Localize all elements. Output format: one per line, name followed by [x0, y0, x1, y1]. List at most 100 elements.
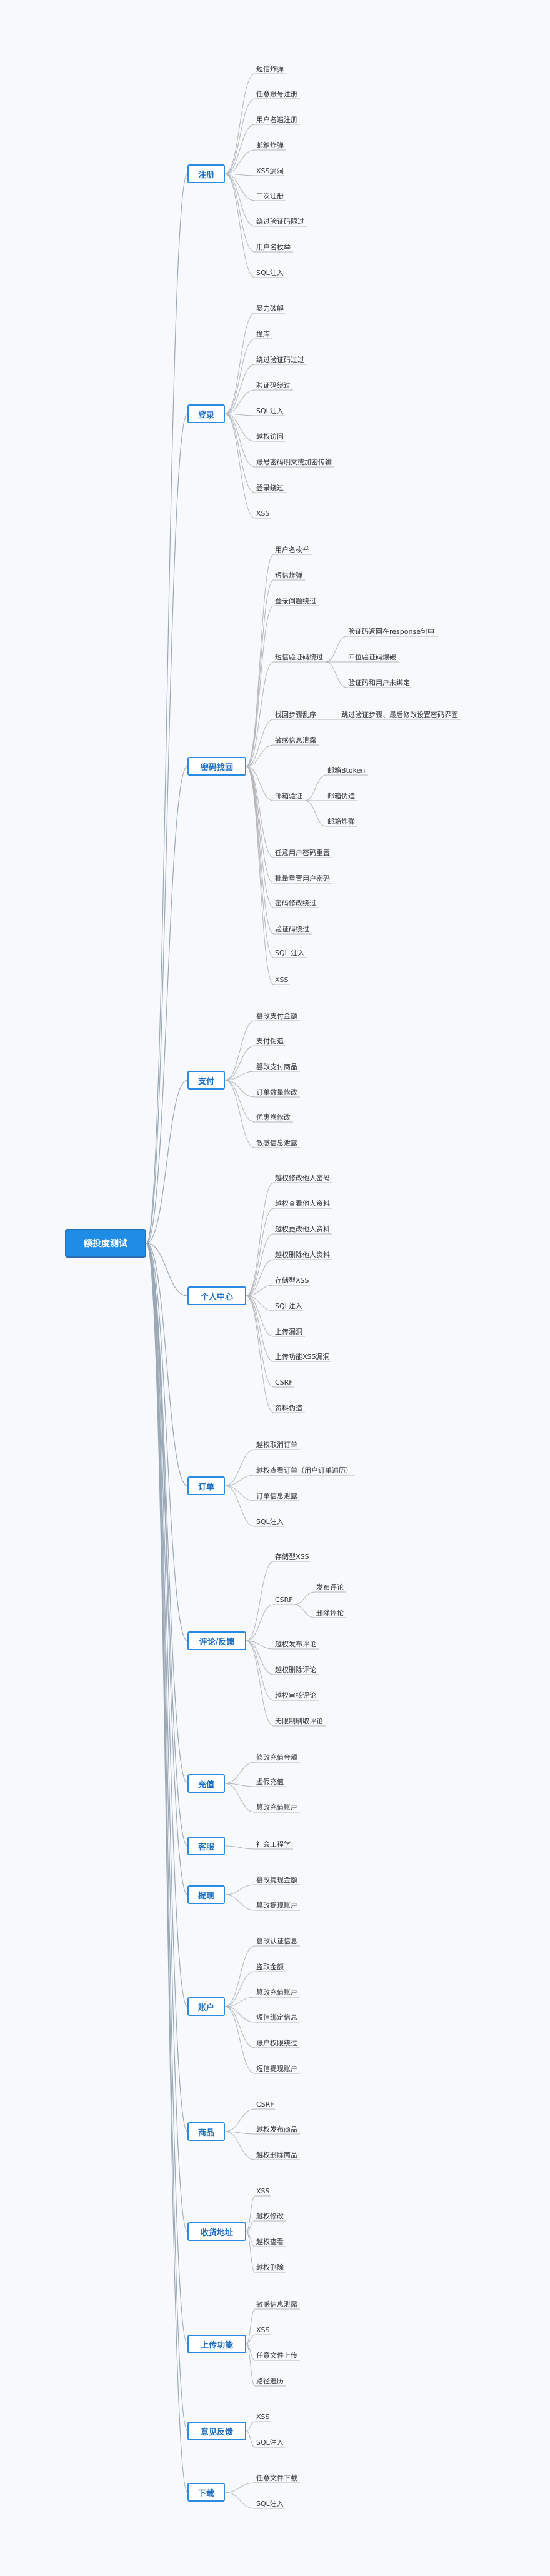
leaf-node[interactable]: 订单数量修改	[256, 1088, 298, 1096]
leaf-node[interactable]: 用户名遍注册	[256, 116, 298, 124]
leaf-node[interactable]: 邮箱验证	[275, 792, 302, 800]
leaf-node[interactable]: 越权发布商品	[256, 2125, 298, 2133]
branch-node[interactable]: 意见反馈	[188, 2422, 246, 2440]
leaf-node[interactable]: 优惠卷修改	[256, 1113, 291, 1121]
leaf-node[interactable]: 越权查看他人资料	[275, 1200, 330, 1208]
leaf-node[interactable]: 篡改认证信息	[256, 1937, 298, 1945]
sub-leaf-node[interactable]: 四位验证码爆破	[348, 653, 396, 661]
leaf-node[interactable]: XSS	[256, 509, 270, 518]
leaf-node[interactable]: 越权修改	[256, 2212, 284, 2220]
leaf-node[interactable]: 任意账号注册	[256, 90, 298, 98]
leaf-node[interactable]: 敏感信息泄露	[256, 1139, 298, 1147]
branch-node[interactable]: 个人中心	[188, 1286, 246, 1305]
leaf-node[interactable]: 账号密码明文或加密传输	[256, 458, 332, 466]
branch-node[interactable]: 登录	[188, 404, 225, 423]
leaf-node[interactable]: 批量重置用户密码	[275, 875, 330, 883]
leaf-node[interactable]: 资料伪造	[275, 1404, 302, 1412]
leaf-node[interactable]: CSRF	[275, 1378, 293, 1386]
leaf-node[interactable]: 二次注册	[256, 192, 284, 200]
sub-leaf-node[interactable]: 邮箱Btoken	[328, 766, 366, 774]
leaf-node[interactable]: 越权查看	[256, 2238, 284, 2246]
sub-leaf-node[interactable]: 验证码和用户未绑定	[348, 679, 410, 687]
leaf-node[interactable]: 越权删除商品	[256, 2151, 298, 2159]
leaf-node[interactable]: 存储型XSS	[275, 1276, 309, 1285]
leaf-node[interactable]: 篡改提现账户	[256, 1902, 298, 1910]
leaf-node[interactable]: 订单信息泄露	[256, 1492, 298, 1500]
leaf-node[interactable]: 验证码绕过	[275, 925, 309, 933]
leaf-node[interactable]: 存储型XSS	[275, 1553, 309, 1561]
branch-node[interactable]: 订单	[188, 1476, 225, 1495]
leaf-node[interactable]: 虚假充值	[256, 1778, 284, 1786]
leaf-node[interactable]: 撞库	[256, 330, 270, 338]
branch-node[interactable]: 账户	[188, 1997, 225, 2016]
leaf-node[interactable]: 越权删除	[256, 2263, 284, 2272]
leaf-node[interactable]: XSS	[275, 976, 289, 984]
leaf-node[interactable]: SQL注入	[256, 1518, 284, 1526]
leaf-node[interactable]: 密码修改绕过	[275, 899, 316, 907]
sub-leaf-node[interactable]: 删除评论	[316, 1609, 344, 1617]
leaf-node[interactable]: 登录间题绕过	[275, 597, 316, 605]
sub-leaf-node[interactable]: 邮箱伪造	[328, 792, 355, 800]
leaf-node[interactable]: SQL注入	[256, 407, 284, 415]
leaf-node[interactable]: 篡改支付金额	[256, 1012, 298, 1020]
leaf-node[interactable]: SQL注入	[275, 1302, 302, 1310]
branch-node[interactable]: 密码找回	[188, 757, 246, 776]
leaf-node[interactable]: CSRF	[275, 1596, 293, 1604]
leaf-node[interactable]: SQL注入	[256, 2500, 284, 2508]
sub-leaf-node[interactable]: 邮箱炸弹	[328, 818, 355, 826]
branch-node[interactable]: 商品	[188, 2122, 225, 2141]
leaf-node[interactable]: XSS漏洞	[256, 167, 284, 175]
leaf-node[interactable]: 篡改支付商品	[256, 1063, 298, 1071]
leaf-node[interactable]: 路径遍历	[256, 2377, 284, 2385]
leaf-node[interactable]: XSS	[256, 2326, 270, 2334]
leaf-node[interactable]: 敏感信息泄露	[275, 736, 316, 744]
leaf-node[interactable]: 上传漏洞	[275, 1328, 302, 1336]
leaf-node[interactable]: 登录绕过	[256, 484, 284, 492]
branch-node[interactable]: 上传功能	[188, 2335, 246, 2353]
branch-node[interactable]: 下载	[188, 2483, 225, 2502]
branch-node[interactable]: 提现	[188, 1885, 225, 1904]
leaf-node[interactable]: 篡改充值账户	[256, 1803, 298, 1812]
leaf-node[interactable]: 盗取金额	[256, 1963, 284, 1971]
leaf-node[interactable]: SQL注入	[256, 2438, 284, 2447]
leaf-node[interactable]: 任意文件下载	[256, 2474, 298, 2482]
sub-leaf-node[interactable]: 发布评论	[316, 1583, 344, 1591]
leaf-node[interactable]: 绕过验证码限过	[256, 218, 304, 226]
leaf-node[interactable]: CSRF	[256, 2100, 274, 2108]
leaf-node[interactable]: SQL 注入	[275, 949, 305, 957]
leaf-node[interactable]: 越权修改他人密码	[275, 1174, 330, 1182]
branch-node[interactable]: 注册	[188, 164, 225, 183]
leaf-node[interactable]: XSS	[256, 2187, 270, 2195]
leaf-node[interactable]: 用户名枚举	[275, 546, 309, 554]
leaf-node[interactable]: 社会工程学	[256, 1840, 291, 1848]
leaf-node[interactable]: 无限制刷取评论	[275, 1717, 323, 1725]
leaf-node[interactable]: 用户名枚举	[256, 243, 291, 251]
leaf-node[interactable]: 越权更改他人资料	[275, 1225, 330, 1233]
leaf-node[interactable]: 越权访问	[256, 433, 284, 441]
leaf-node[interactable]: 越权审核评论	[275, 1691, 316, 1700]
leaf-node[interactable]: 越权删除他人资料	[275, 1251, 330, 1259]
leaf-node[interactable]: 短信验证码绕过	[275, 653, 323, 661]
leaf-node[interactable]: XSS	[256, 2413, 270, 2421]
leaf-node[interactable]: SQL注入	[256, 269, 284, 277]
branch-node[interactable]: 收货地址	[188, 2222, 246, 2241]
leaf-node[interactable]: 敏感信息泄露	[256, 2300, 298, 2308]
leaf-node[interactable]: 越权取消订单	[256, 1441, 298, 1449]
leaf-node[interactable]: 上传功能XSS漏洞	[275, 1353, 330, 1361]
branch-node[interactable]: 充值	[188, 1774, 225, 1793]
leaf-node[interactable]: 篡改提现金额	[256, 1876, 298, 1884]
leaf-node[interactable]: 暴力破解	[256, 304, 284, 313]
leaf-node[interactable]: 验证码绕过	[256, 381, 291, 389]
leaf-node[interactable]: 修改充值金额	[256, 1753, 298, 1762]
leaf-node[interactable]: 绕过验证码过过	[256, 356, 304, 364]
leaf-node[interactable]: 越权查看订单（用户订单遍历）	[256, 1466, 352, 1475]
sub-leaf-node[interactable]: 跳过验证步骤、最后修改设置密码界面	[341, 711, 458, 719]
sub-leaf-node[interactable]: 验证码返回在response包中	[348, 628, 434, 636]
leaf-node[interactable]: 邮箱炸弹	[256, 141, 284, 149]
leaf-node[interactable]: 越权删除评论	[275, 1666, 316, 1674]
leaf-node[interactable]: 越权发布评论	[275, 1640, 316, 1648]
leaf-node[interactable]: 短信炸弹	[275, 571, 302, 579]
leaf-node[interactable]: 短信提现账户	[256, 2065, 298, 2073]
branch-node[interactable]: 评论/反馈	[188, 1631, 246, 1650]
leaf-node[interactable]: 短信炸弹	[256, 65, 284, 73]
